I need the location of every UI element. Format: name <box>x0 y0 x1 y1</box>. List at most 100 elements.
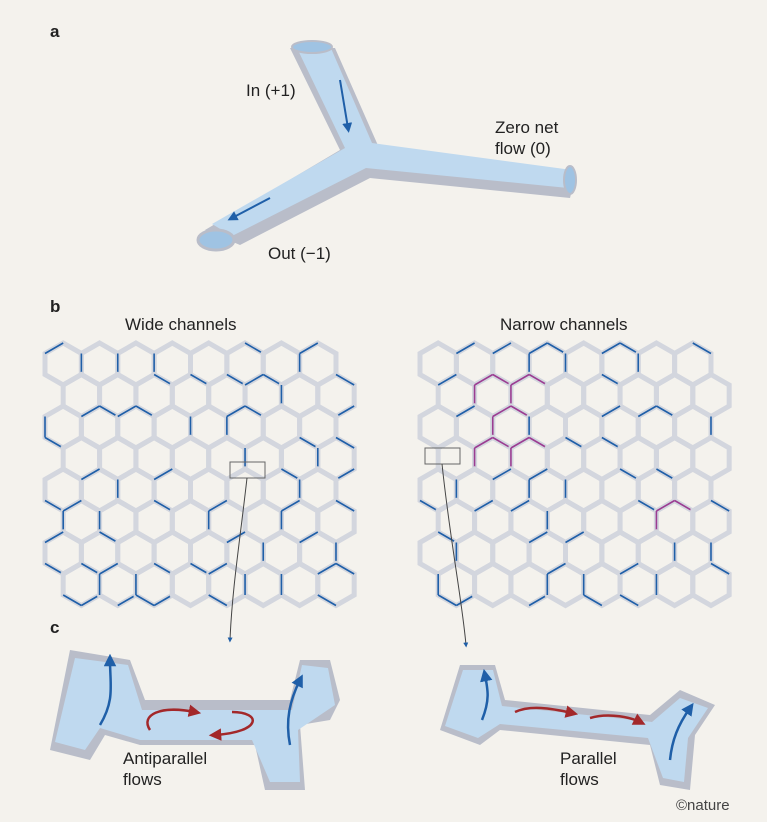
flow-edge <box>153 499 173 512</box>
flow-edge <box>226 405 246 418</box>
flow-edge <box>44 342 64 355</box>
flow-edge <box>299 436 319 449</box>
flow-edge <box>135 594 155 607</box>
flow-edge <box>710 499 730 512</box>
vortex-edge <box>474 373 494 386</box>
flow-edge <box>546 342 566 355</box>
vortex-edge <box>656 499 676 512</box>
vortex-edge <box>492 405 512 418</box>
flow-edge <box>528 342 548 355</box>
flow-edge <box>528 468 548 481</box>
flow-edge <box>619 468 639 481</box>
flow-edge <box>437 531 457 544</box>
in-label: In (+1) <box>246 81 296 100</box>
flow-edge <box>117 405 137 418</box>
flow-edge <box>455 594 475 607</box>
flow-edge <box>619 342 639 355</box>
flow-edge <box>99 562 119 575</box>
flow-edge <box>153 373 173 386</box>
hex-cell <box>133 560 175 609</box>
flow-edge <box>153 468 173 481</box>
y-junction-channel <box>196 40 577 252</box>
out-flow-arrow <box>227 197 271 221</box>
in-flow-arrow <box>339 79 353 133</box>
flow-edge <box>208 562 228 575</box>
flow-edge <box>528 531 548 544</box>
hex-cell <box>315 560 357 609</box>
flow-edge <box>262 373 282 386</box>
flow-edge <box>153 562 173 575</box>
flow-edge <box>492 342 512 355</box>
panel-b-letter: b <box>50 297 61 316</box>
antiparallel-label-2: flows <box>123 770 162 789</box>
flow-edge <box>692 342 712 355</box>
flow-edge <box>135 405 155 418</box>
flow-edge <box>437 594 457 607</box>
flow-edge <box>281 499 301 512</box>
vortex-edge <box>674 499 694 512</box>
wide-channels-title: Wide channels <box>125 315 237 334</box>
flow-edge <box>656 468 676 481</box>
flow-edge <box>281 468 301 481</box>
flow-edge <box>710 562 730 575</box>
hex-cell <box>544 560 587 609</box>
panel-a-letter: a <box>50 22 60 41</box>
flow-edge <box>601 373 621 386</box>
flow-edge <box>492 468 512 481</box>
flow-edge <box>226 531 246 544</box>
flow-edge <box>117 594 137 607</box>
flow-edge <box>335 499 355 512</box>
flow-edge <box>528 594 548 607</box>
flow-edge <box>583 594 603 607</box>
vortex-edge <box>510 436 530 449</box>
panel-c-letter: c <box>50 618 60 637</box>
zero-flow-label-1: Zero net <box>495 118 559 137</box>
hex-cell <box>581 560 623 609</box>
hex-cell <box>97 560 139 609</box>
zoom-box-left <box>229 461 266 479</box>
hex-cell <box>242 560 284 609</box>
narrow-channels-network <box>417 340 732 609</box>
vortex-edge <box>528 436 548 449</box>
flow-edge <box>656 405 676 418</box>
hex-cell <box>508 560 550 609</box>
flow-edge <box>80 468 100 481</box>
flow-edge <box>637 499 657 512</box>
flow-edge <box>437 373 457 386</box>
flow-edge <box>299 342 319 355</box>
flow-edge <box>335 436 355 449</box>
flow-edge <box>208 499 228 512</box>
vortex-edge <box>492 373 512 386</box>
hex-cell <box>472 560 514 609</box>
flow-edge <box>619 562 639 575</box>
hex-cell <box>653 560 696 609</box>
flow-edge <box>44 531 64 544</box>
out-label: Out (−1) <box>268 244 331 263</box>
vortex-edge <box>510 405 530 418</box>
flow-edge <box>244 373 264 386</box>
flow-edge <box>601 405 621 418</box>
flow-edge <box>44 436 64 449</box>
flow-edge <box>637 405 657 418</box>
flow-edge <box>455 342 475 355</box>
flow-edge <box>474 499 494 512</box>
vortex-edge <box>492 436 512 449</box>
flow-edge <box>244 405 264 418</box>
flow-edge <box>80 594 100 607</box>
flow-edge <box>190 562 210 575</box>
flow-edge <box>565 531 585 544</box>
flow-edge <box>44 499 64 512</box>
zoom-connector-left <box>227 477 248 643</box>
hex-cell <box>60 560 103 609</box>
flow-edge <box>99 531 119 544</box>
flow-edge <box>244 342 264 355</box>
vortex-edge <box>510 373 530 386</box>
flow-edge <box>317 562 337 575</box>
flow-edge <box>335 562 355 575</box>
wide-channel-closeup <box>50 650 340 790</box>
flow-edge <box>317 594 337 607</box>
flow-edge <box>99 405 119 418</box>
flow-edge <box>62 594 82 607</box>
hex-cell <box>169 560 212 609</box>
